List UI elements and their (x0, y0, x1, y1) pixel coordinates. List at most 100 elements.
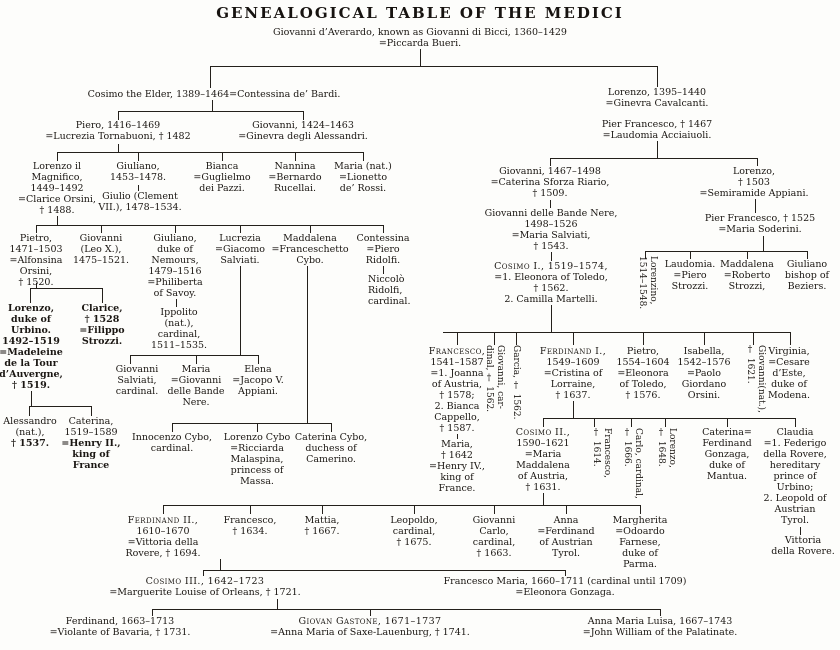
person-text-line: 2. Bianca (434, 401, 480, 412)
person-text-line: =Anna Maria of Saxe-Lauenburg, † 1741. (270, 627, 470, 638)
person-text-line: =Alfonsina (9, 255, 63, 266)
person-text-line: duchess of (305, 443, 357, 454)
person-text-line: † 1621. (745, 345, 755, 384)
person-text-line: Pietro, (626, 346, 660, 357)
connector-horizontal-line (645, 251, 808, 253)
person-text-line: Giordano (681, 379, 727, 390)
node-lorenzo-1503: Lorenzo,† 1503=Semiramide Appiani. (682, 166, 827, 199)
person-text-line: duke of (11, 314, 51, 325)
connector-vertical-line (566, 505, 568, 514)
person-text-line: Giovanni, 1424–1463 (252, 120, 354, 131)
person-text-line: Orsini, (19, 266, 53, 277)
connector-vertical-line (57, 216, 59, 225)
person-text-line: =Cesare (768, 357, 810, 368)
connector-vertical-line (631, 418, 633, 427)
person-text-line: † 1488. (39, 205, 75, 216)
person-text-line: =Cristina of (543, 368, 603, 379)
person-text-line: Virginia, (768, 346, 810, 357)
person-text-line: † 1667. (304, 526, 340, 537)
person-text-line: Ippolito (160, 307, 198, 318)
connector-vertical-line (790, 332, 792, 345)
person-text-line: cardinal. (368, 296, 411, 307)
person-text-line: =Clarice Orsini, (18, 194, 96, 205)
person-text-line: † 1631. (525, 482, 561, 493)
person-text-line: Caterina, (68, 416, 114, 427)
person-text-line: =1. Federigo (763, 438, 827, 449)
connector-vertical-line (250, 505, 252, 514)
person-text-line: =Giacomo (214, 244, 266, 255)
connector-vertical-line (755, 199, 757, 213)
person-text-line: of Savoy. (153, 288, 197, 299)
connector-horizontal-line (118, 111, 304, 113)
person-text-line: Tyrol. (780, 515, 810, 526)
person-text-line: Maddalena (283, 233, 337, 244)
connector-vertical-line (383, 225, 385, 233)
connector-vertical-line (551, 252, 553, 261)
person-text-line: Maddalena (720, 259, 774, 270)
person-text-line: d’Este, (772, 368, 806, 379)
person-text-line: Appiani. (238, 386, 278, 397)
person-text-line: =Maria Soderini. (718, 224, 802, 235)
person-text-line: Margherita (612, 515, 668, 526)
person-text-line: of Austria, (517, 471, 569, 482)
connector-horizontal-line (29, 406, 92, 408)
person-text-line: Mantua. (706, 471, 748, 482)
node-giovanni-cardinal-1562: Giovanni, car-dinal, † 1562. (483, 345, 505, 455)
person-text-line: Ferdinand, 1663–1713 (65, 616, 175, 627)
person-text-line: Lorenzo, 1395–1440 (607, 87, 707, 98)
node-carlo-cardinal: Carlo, cardinal,† 1666. (621, 428, 643, 526)
person-text-line: Massa. (240, 476, 274, 487)
node-cosimo-the-elder: Cosimo the Elder, 1389–1464=Contessina d… (74, 89, 354, 100)
person-text-line: Alessandro (3, 416, 57, 427)
person-text-line: † 1663. (476, 548, 512, 559)
person-text-line: de la Tour (4, 358, 58, 369)
connector-vertical-line (690, 251, 692, 259)
connector-vertical-line (494, 505, 496, 514)
connector-vertical-line (36, 225, 38, 233)
person-text-line: =Semiramide Appiani. (699, 188, 809, 199)
person-text-line: =John William of the Palatinate. (582, 627, 738, 638)
person-text-line: Salviati. (220, 255, 260, 266)
connector-vertical-line (753, 332, 755, 345)
person-text-line: 2. Leopold of (763, 493, 827, 504)
connector-vertical-line (763, 236, 765, 251)
connector-vertical-line (643, 332, 645, 345)
person-text-line: Mattia, (304, 515, 340, 526)
connector-vertical-line (138, 185, 140, 191)
person-text-line: France (72, 460, 110, 471)
connector-vertical-line (30, 288, 32, 303)
connector-vertical-line (295, 152, 297, 161)
connector-vertical-line (573, 401, 575, 418)
person-text-line: † 1503 (738, 177, 770, 188)
person-text-line: duke of (622, 548, 658, 559)
connector-horizontal-line (36, 225, 384, 227)
person-text-line: (nat.), (164, 318, 194, 329)
connector-vertical-line (118, 111, 120, 120)
person-text-line: Salviati, (117, 375, 157, 386)
person-text-line: 1514–1548. (637, 256, 647, 310)
person-text-line: della Rovere. (771, 546, 835, 557)
person-text-line: 1498–1526 (524, 219, 578, 230)
person-text-line: Beziers. (787, 281, 827, 292)
person-text-line: Giuliano, (153, 233, 197, 244)
person-text-line: Clarice, (81, 303, 123, 314)
person-text-line: Giovanni d’Averardo, known as Giovanni d… (273, 27, 567, 38)
person-text-line: =Paolo (686, 368, 722, 379)
person-text-line: cardinal. (115, 386, 159, 397)
person-text-line: 1610–1670 (136, 526, 190, 537)
person-text-line: Lorenzo il (32, 161, 82, 172)
person-text-line: cardinal, (157, 329, 201, 340)
